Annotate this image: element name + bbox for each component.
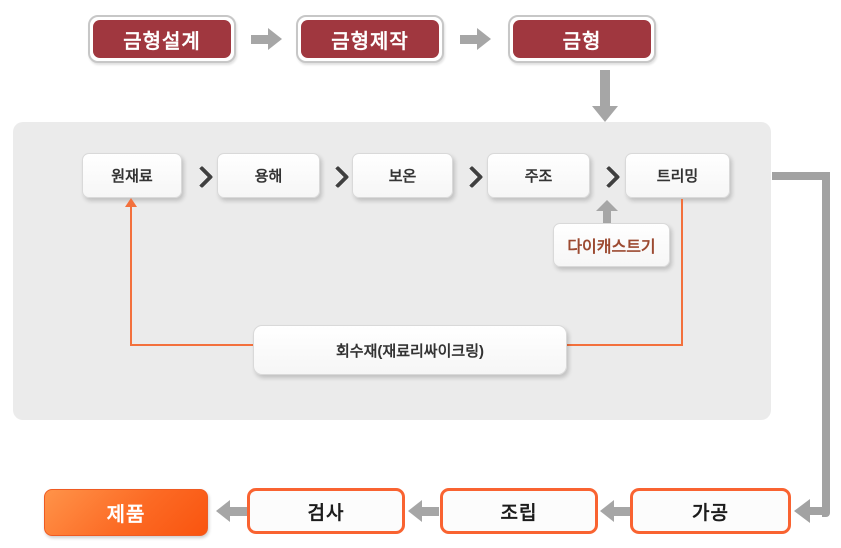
melting-box: 용해 xyxy=(217,153,320,198)
recycle-arrow-up-icon xyxy=(125,198,137,207)
inspection-box: 검사 xyxy=(247,488,405,534)
arrow-left-icon xyxy=(794,499,810,523)
machining-box: 가공 xyxy=(630,488,791,534)
mold-box: 금형 xyxy=(508,15,656,63)
arrow-right-icon xyxy=(460,28,491,51)
mold-making-label: 금형제작 xyxy=(301,20,439,58)
flow-line-bottom xyxy=(809,507,826,515)
flow-line-top xyxy=(772,172,826,180)
mold-design-label: 금형설계 xyxy=(93,20,231,58)
raw-material-box: 원재료 xyxy=(82,153,182,198)
mold-label: 금형 xyxy=(513,20,651,58)
inspection-label: 검사 xyxy=(307,502,345,524)
casting-box: 주조 xyxy=(487,153,590,198)
recycle-line-left-horizontal xyxy=(130,344,253,346)
holding-box: 보온 xyxy=(352,153,453,198)
recycle-line-right-vertical xyxy=(681,199,683,346)
mold-design-box: 금형설계 xyxy=(88,15,236,63)
die-cast-machine-box: 다이캐스트기 xyxy=(553,223,670,267)
holding-label: 보온 xyxy=(388,168,417,185)
arrow-up-icon xyxy=(596,200,618,223)
recycle-box: 회수재(재료리싸이크링) xyxy=(253,325,567,375)
recycle-line-right-horizontal xyxy=(567,344,683,346)
product-label: 제품 xyxy=(106,504,146,526)
trimming-label: 트리밍 xyxy=(656,168,699,185)
assembly-label: 조립 xyxy=(500,502,538,524)
recycle-line-left-vertical xyxy=(130,206,132,346)
product-box: 제품 xyxy=(44,489,208,536)
arrow-left-icon xyxy=(408,500,439,523)
trimming-box: 트리밍 xyxy=(625,153,730,198)
assembly-box: 조립 xyxy=(440,488,598,534)
flow-line-vertical xyxy=(822,172,830,517)
recycle-label: 회수재(재료리싸이크링) xyxy=(336,342,484,360)
arrow-left-icon xyxy=(600,500,631,523)
arrow-left-icon xyxy=(216,500,247,523)
arrow-down-icon xyxy=(592,70,618,122)
mold-making-box: 금형제작 xyxy=(296,15,444,63)
casting-label: 주조 xyxy=(524,168,553,185)
machining-label: 가공 xyxy=(692,502,729,524)
die-cast-machine-label: 다이캐스트기 xyxy=(567,239,656,256)
melting-label: 용해 xyxy=(254,168,283,185)
arrow-right-icon xyxy=(251,28,282,51)
raw-material-label: 원재료 xyxy=(111,168,153,185)
